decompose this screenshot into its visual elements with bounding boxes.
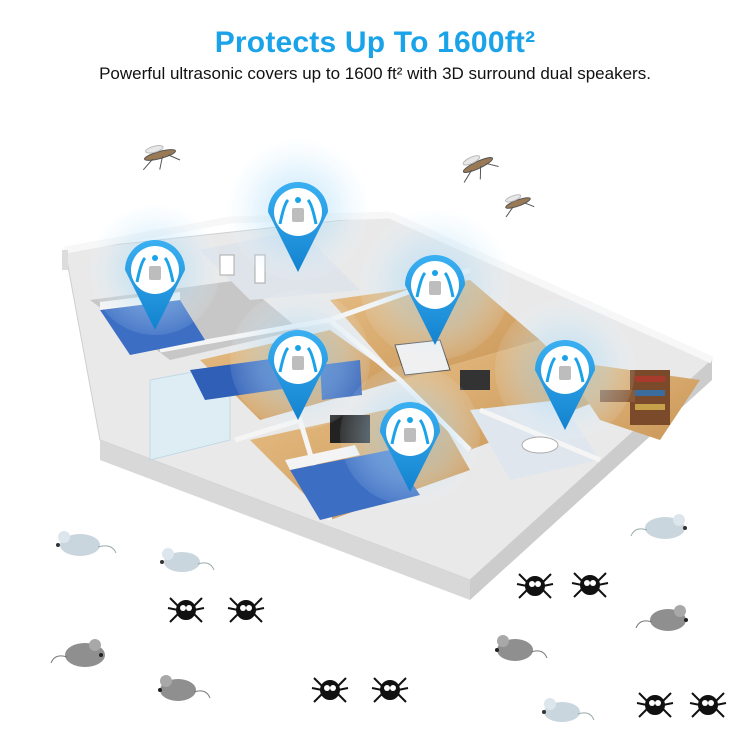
spiders <box>167 572 727 718</box>
ultrasonic-repeller-pin-icon <box>405 255 465 345</box>
spider-icon <box>311 677 349 703</box>
mouse-icon <box>630 514 687 539</box>
ultrasonic-repeller-pin-icon <box>268 182 328 272</box>
spider-icon <box>371 677 409 703</box>
mouse-icon <box>158 675 211 701</box>
ultrasonic-repeller-pin-icon <box>380 402 440 492</box>
spider-icon <box>689 692 727 718</box>
headline: Protects Up To 1600ft² <box>214 26 536 59</box>
spider-icon <box>167 597 205 623</box>
ultrasonic-repeller-pin-icon <box>125 240 185 330</box>
mosquitoes <box>142 145 535 218</box>
mosquito-icon <box>505 194 535 218</box>
ultrasonic-repeller-pin-icon <box>535 340 595 430</box>
mosquito-icon <box>462 155 499 183</box>
mouse-icon <box>542 698 595 722</box>
spider-icon <box>571 572 609 598</box>
mouse-icon <box>56 531 117 556</box>
spider-icon <box>636 692 674 718</box>
mouse-icon <box>635 605 688 631</box>
mouse-icon <box>495 635 548 661</box>
spider-icon <box>227 597 265 623</box>
repeller-pins <box>125 182 595 492</box>
spider-icon <box>516 573 554 599</box>
mosquito-icon <box>142 145 181 171</box>
subheadline: Powerful ultrasonic covers up to 1600 ft… <box>99 64 651 83</box>
ultrasonic-repeller-pin-icon <box>268 330 328 420</box>
mouse-icon <box>50 639 105 667</box>
mouse-icon <box>160 548 215 572</box>
mice <box>50 514 688 722</box>
